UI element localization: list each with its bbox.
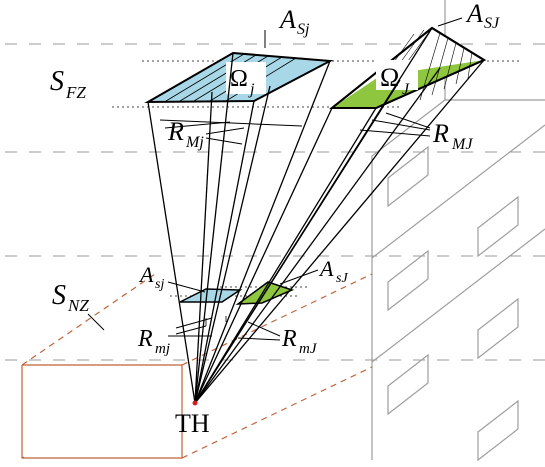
building: [371, 0, 545, 462]
near-ticks: [205, 316, 227, 326]
label-R-MJ: R MJ: [432, 119, 473, 153]
svg-text:mJ: mJ: [299, 341, 318, 357]
label-R-mJ: R mJ: [281, 326, 318, 357]
svg-text:Ω: Ω: [230, 66, 248, 92]
far-zone-blue-patch: [144, 51, 334, 104]
window: [477, 297, 519, 360]
svg-text:R: R: [432, 119, 449, 148]
svg-text:sj: sj: [155, 277, 164, 292]
svg-text:R: R: [167, 117, 184, 146]
label-A-SJ: A SJ: [465, 0, 500, 32]
window: [387, 145, 429, 208]
svg-text:MJ: MJ: [451, 136, 473, 153]
window: [477, 195, 519, 258]
svg-text:R: R: [281, 326, 297, 352]
label-S-FZ: S FZ: [50, 66, 86, 102]
near-zone-slab: [21, 273, 373, 459]
svg-text:Sj: Sj: [297, 21, 310, 38]
level-lines: [5, 43, 545, 361]
svg-text:FZ: FZ: [65, 83, 86, 102]
label-Omega-j: Ω j: [230, 66, 255, 98]
svg-text:A: A: [138, 262, 154, 287]
svg-text:Mj: Mj: [185, 134, 204, 151]
svg-text:A: A: [318, 256, 334, 281]
svg-text:sJ: sJ: [336, 271, 348, 286]
svg-text:A: A: [465, 0, 483, 28]
label-A-sJ: A sJ: [318, 256, 348, 286]
window: [387, 249, 429, 312]
svg-text:NZ: NZ: [67, 296, 89, 315]
svg-text:SJ: SJ: [484, 15, 500, 32]
label-R-Mj: R Mj: [167, 117, 204, 151]
near-zone-blue-patch: [179, 288, 243, 303]
window: [387, 353, 429, 416]
svg-text:j: j: [248, 81, 255, 98]
label-R-mj: R mj: [137, 326, 170, 357]
svg-text:mj: mj: [155, 341, 170, 357]
window: [477, 399, 519, 462]
svg-text:Ω: Ω: [380, 63, 399, 92]
svg-text:J: J: [402, 81, 410, 98]
svg-text:A: A: [278, 5, 296, 34]
svg-text:R: R: [137, 326, 153, 352]
rays: [147, 27, 485, 404]
label-TH: TH: [175, 409, 210, 438]
label-S-NZ: S NZ: [52, 280, 89, 315]
source-point: [192, 400, 198, 406]
svg-text:S: S: [52, 280, 66, 311]
label-A-sj: A sj: [138, 262, 164, 292]
svg-text:S: S: [50, 66, 64, 97]
label-Omega-J: Ω J: [380, 63, 410, 98]
label-A-Sj: A Sj: [278, 5, 310, 38]
